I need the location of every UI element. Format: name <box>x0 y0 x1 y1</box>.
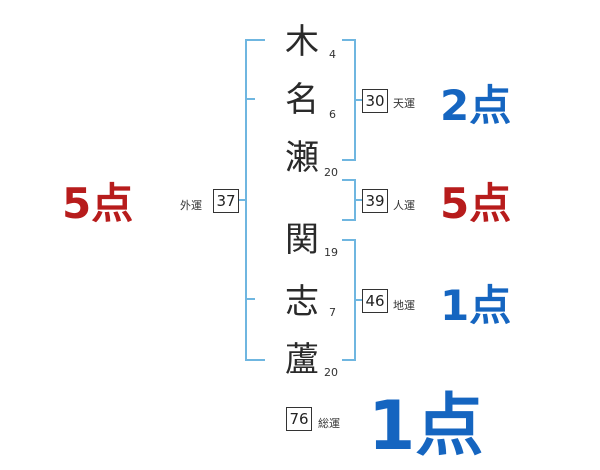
gaiun-score: 5点 <box>62 179 134 228</box>
tenun-score: 2点 <box>440 81 512 130</box>
stroke-count-4: 19 <box>324 246 338 259</box>
tenun-label: 天運 <box>393 97 415 110</box>
gaiun-label: 外運 <box>180 199 202 212</box>
stroke-count-5: 7 <box>329 306 336 319</box>
stroke-count-6: 20 <box>324 366 338 379</box>
chiun-bracket <box>342 239 356 361</box>
chiun-score: 1点 <box>440 281 512 330</box>
name-char-2: 名 <box>285 80 319 120</box>
gaiun-bracket <box>245 39 265 361</box>
jinun-label: 人運 <box>393 199 415 212</box>
name-char-5: 志 <box>285 282 319 322</box>
jinun-score: 5点 <box>440 179 512 228</box>
chiun-label: 地運 <box>393 299 415 312</box>
jinun-value-box: 39 <box>362 189 388 213</box>
souun-score: 1点 <box>368 387 484 466</box>
chiun-value-box: 46 <box>362 289 388 313</box>
jinun-bracket <box>342 179 356 221</box>
stroke-count-3: 20 <box>324 166 338 179</box>
gaiun-value-box: 37 <box>213 189 239 213</box>
tenun-bracket <box>342 39 356 161</box>
stroke-count-2: 6 <box>329 108 336 121</box>
name-char-6: 蘆 <box>285 340 319 380</box>
name-char-3: 瀬 <box>285 138 319 178</box>
souun-value-box: 76 <box>286 407 312 431</box>
tenun-value-box: 30 <box>362 89 388 113</box>
name-char-1: 木 <box>285 22 319 62</box>
name-char-4: 関 <box>285 220 319 260</box>
stroke-count-1: 4 <box>329 48 336 61</box>
souun-label: 総運 <box>318 417 340 430</box>
